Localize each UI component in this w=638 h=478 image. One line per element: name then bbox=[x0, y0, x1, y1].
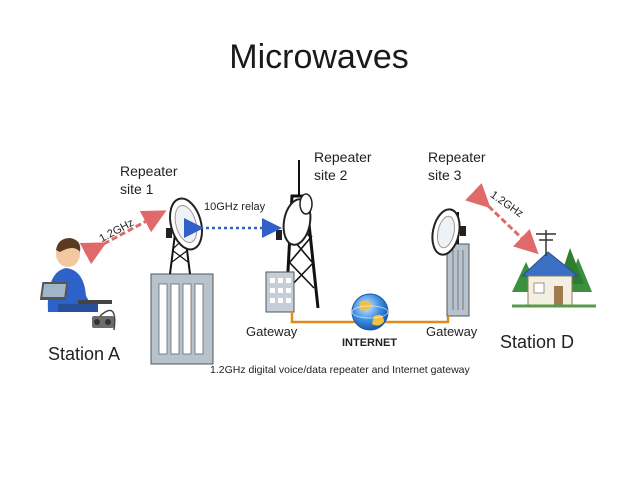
diagram-caption: 1.2GHz digital voice/data repeater and I… bbox=[210, 364, 470, 376]
repeater-site-1-building bbox=[150, 273, 214, 365]
repeater-1-label-line2: site 1 bbox=[120, 181, 154, 197]
internet-globe-icon bbox=[351, 293, 389, 331]
station-a-person-icon bbox=[39, 238, 116, 331]
repeater-site-3-dish-icon bbox=[431, 208, 466, 256]
gateway-right-label: Gateway bbox=[426, 324, 478, 339]
slide-title: Microwaves bbox=[229, 38, 409, 76]
repeater-1-label-line1: Repeater bbox=[120, 163, 178, 179]
station-a-label: Station A bbox=[48, 344, 120, 364]
repeater-site-1-tower-icon bbox=[166, 197, 203, 275]
repeater-3-label-line2: site 3 bbox=[428, 167, 462, 183]
link-d-label: 1.2GHz bbox=[488, 189, 525, 220]
link-d-arrow bbox=[465, 183, 539, 255]
repeater-2-label-line1: Repeater bbox=[314, 149, 372, 165]
gateway-box-left bbox=[265, 271, 295, 313]
link-a-arrow bbox=[79, 210, 167, 265]
relay-label: 10GHz relay bbox=[204, 201, 266, 213]
gateway-left-label: Gateway bbox=[246, 324, 298, 339]
repeater-3-label-line1: Repeater bbox=[428, 149, 486, 165]
internet-label: INTERNET bbox=[342, 337, 397, 349]
repeater-2-label-line2: site 2 bbox=[314, 167, 348, 183]
repeater-site-2-tower-icon bbox=[276, 160, 320, 309]
station-d-house-icon bbox=[512, 230, 596, 308]
station-d-label: Station D bbox=[500, 332, 574, 352]
